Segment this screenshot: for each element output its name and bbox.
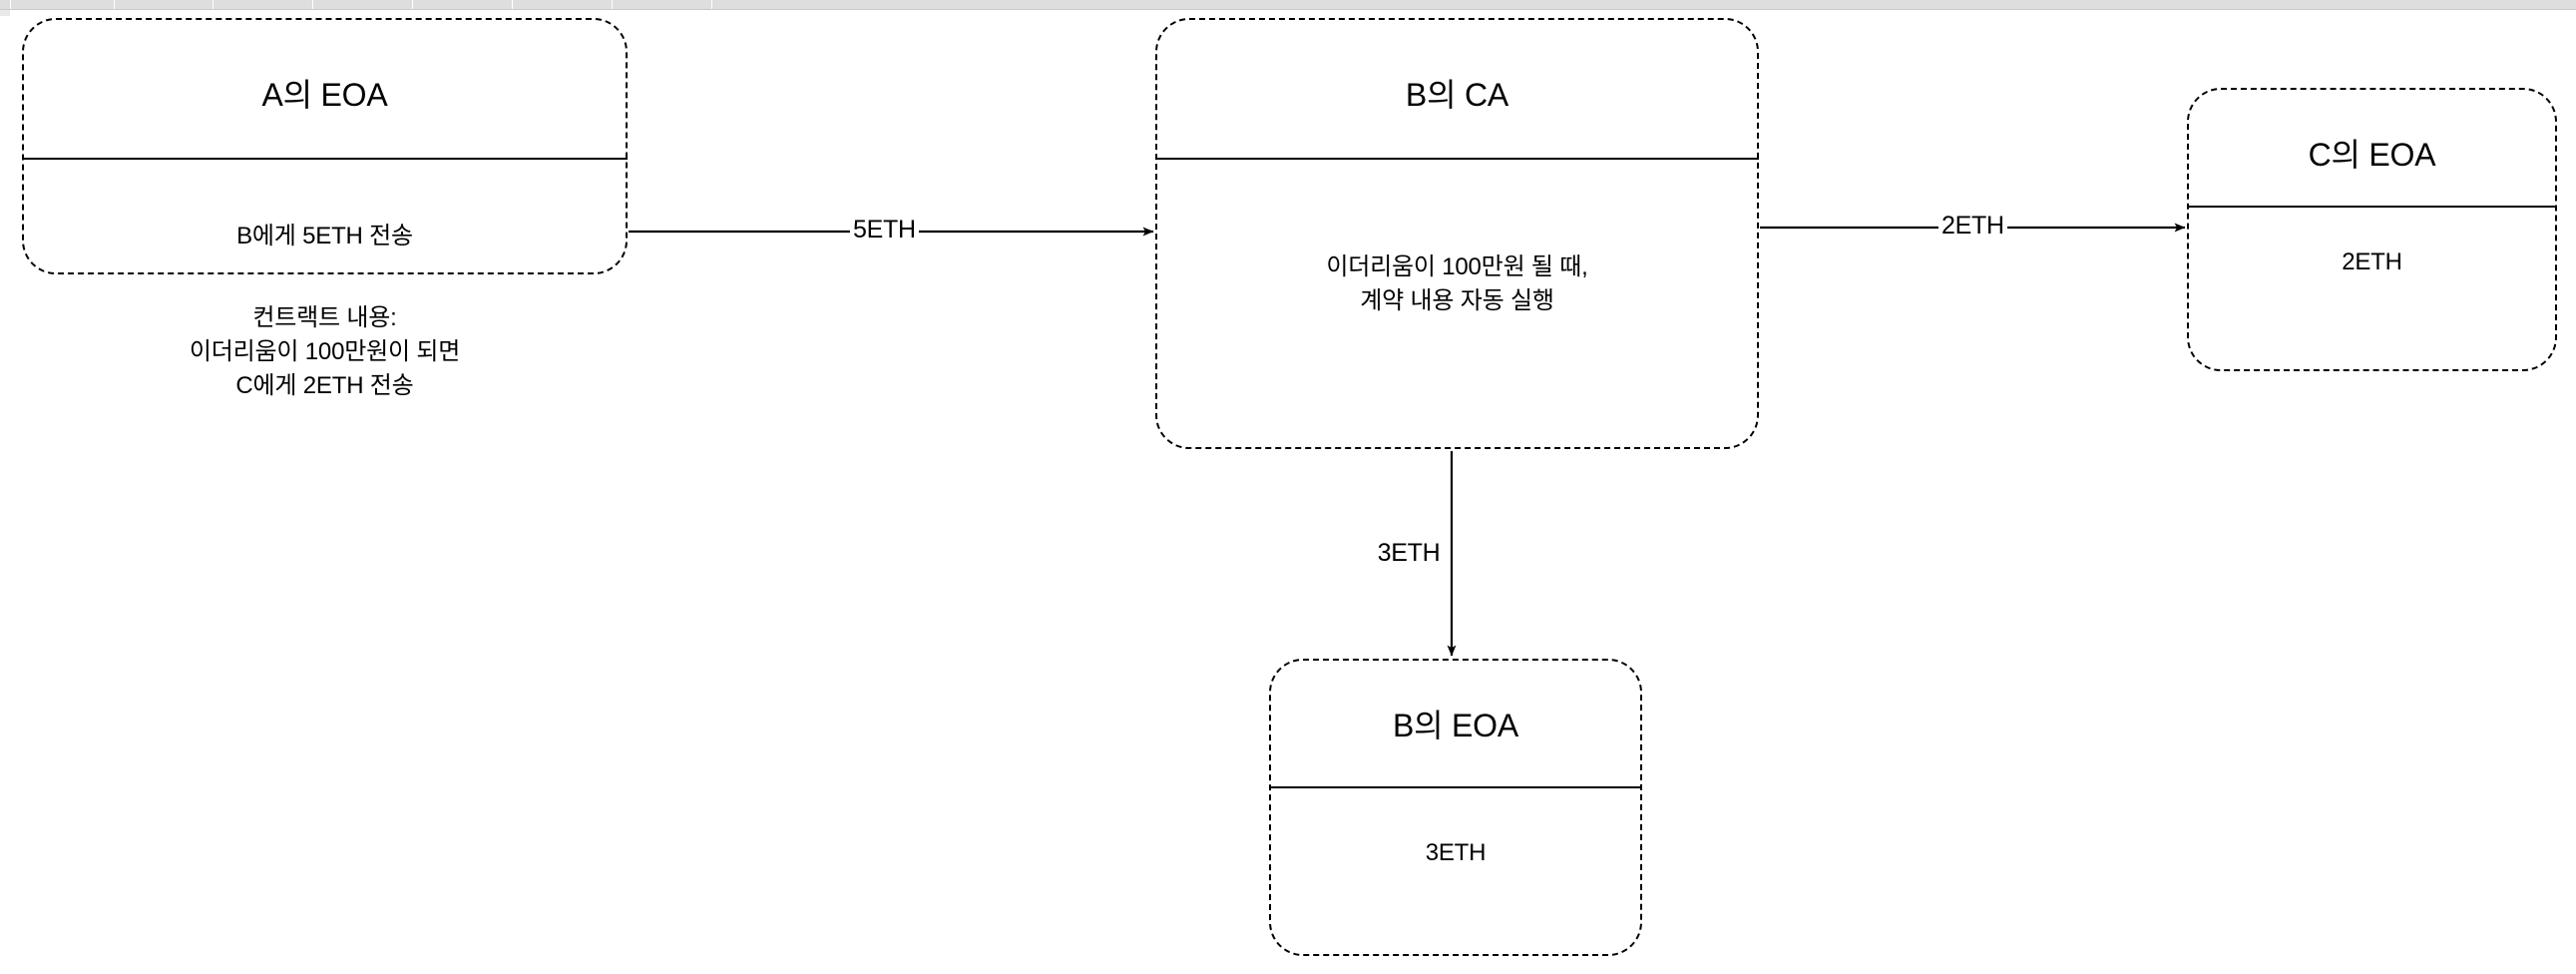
node-b-eoa-body-primary: 3ETH — [1425, 839, 1487, 866]
ruler-tick — [312, 0, 313, 9]
edge-label-3eth: 3ETH — [1374, 539, 1444, 568]
top-ruler — [0, 0, 2576, 10]
node-c-eoa-title: C의 EOA — [2308, 137, 2436, 173]
node-a-eoa-body-secondary: 컨트랙트 내용: 이더리움이 100만원이 되면 C에게 2ETH 전송 — [189, 304, 461, 399]
node-a-eoa[interactable]: A의 EOA B에게 5ETH 전송 컨트랙트 내용: 이더리움이 100만원이… — [22, 18, 628, 399]
ruler-tick — [711, 0, 712, 9]
ruler-tick — [10, 0, 11, 9]
node-c-eoa-divider — [2187, 206, 2557, 208]
ruler-corner — [0, 10, 10, 16]
ruler-tick — [412, 0, 413, 9]
node-b-ca-body-primary: 이더리움이 100만원 될 때, 계약 내용 자동 실행 — [1326, 253, 1588, 314]
ruler-tick — [213, 0, 214, 9]
ruler-tick — [512, 0, 513, 9]
node-b-eoa-divider — [1269, 786, 1642, 788]
ruler-tick — [612, 0, 613, 9]
node-b-ca-divider — [1155, 158, 1759, 160]
ruler-tick — [114, 0, 115, 9]
node-b-eoa[interactable]: B의 EOA 3ETH — [1269, 659, 1642, 956]
node-b-eoa-title: B의 EOA — [1392, 708, 1519, 743]
node-a-eoa-divider — [22, 158, 628, 160]
edge-label-2eth: 2ETH — [1938, 212, 2007, 241]
node-b-ca-title: B의 CA — [1405, 77, 1509, 113]
node-a-eoa-body-primary: B에게 5ETH 전송 — [236, 223, 413, 249]
edge-label-5eth: 5ETH — [850, 216, 919, 244]
node-c-eoa[interactable]: C의 EOA 2ETH — [2187, 88, 2557, 371]
node-a-eoa-title: A의 EOA — [261, 77, 388, 113]
node-b-ca[interactable]: B의 CA 이더리움이 100만원 될 때, 계약 내용 자동 실행 — [1155, 18, 1759, 449]
node-c-eoa-body-primary: 2ETH — [2342, 248, 2402, 275]
